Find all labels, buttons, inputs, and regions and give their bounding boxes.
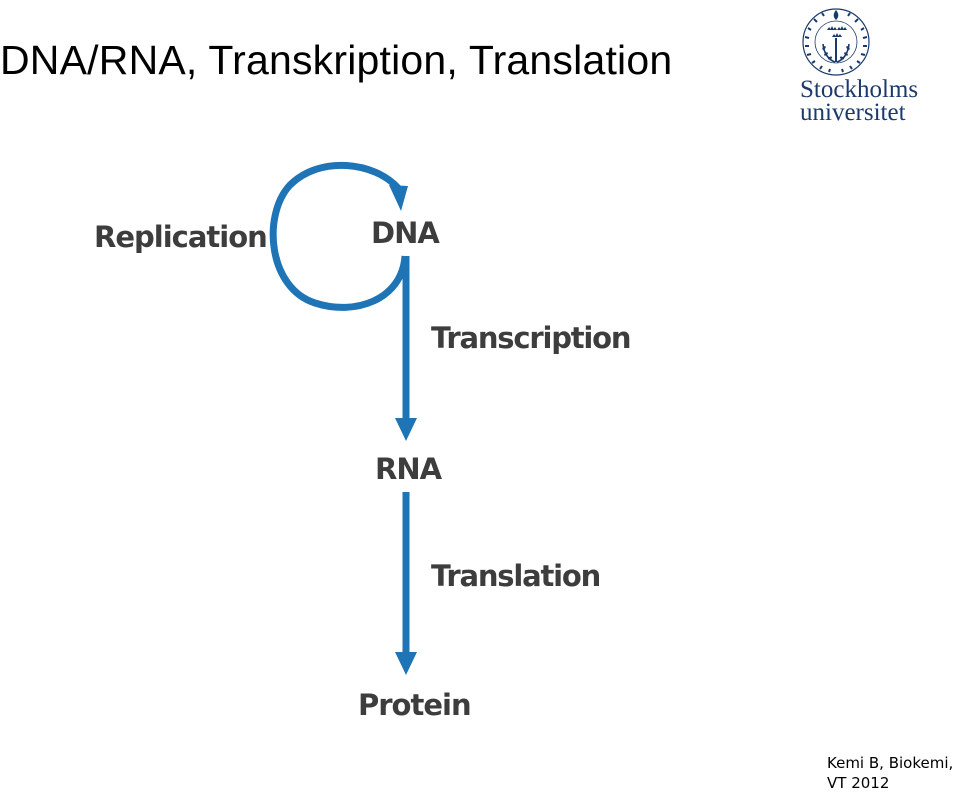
rna-label: RNA xyxy=(375,452,443,486)
slide-title: DNA/RNA, Transkription, Translation xyxy=(0,37,673,83)
stockholms-universitet-logo: Stockholms universitet xyxy=(796,4,946,126)
translation-label: Translation xyxy=(431,559,600,593)
replication-arrowhead xyxy=(389,185,408,211)
transcription-arrowhead xyxy=(395,418,417,441)
translation-arrowhead xyxy=(395,652,417,675)
transcription-label: Transcription xyxy=(431,321,630,355)
footer-line-term: VT 2012 xyxy=(827,774,890,792)
university-seal-icon xyxy=(802,8,870,76)
replication-label: Replication xyxy=(94,220,267,254)
logo-text-universitet: universitet xyxy=(800,99,906,126)
footer-course-info: Kemi B, Biokemi, VT 2012 xyxy=(827,753,953,793)
dna-label: DNA xyxy=(371,216,440,250)
replication-loop-arrow xyxy=(269,161,409,311)
footer-line-course: Kemi B, Biokemi, xyxy=(827,754,954,772)
logo-text-stockholms: Stockholms xyxy=(800,76,919,103)
protein-label: Protein xyxy=(358,688,471,722)
